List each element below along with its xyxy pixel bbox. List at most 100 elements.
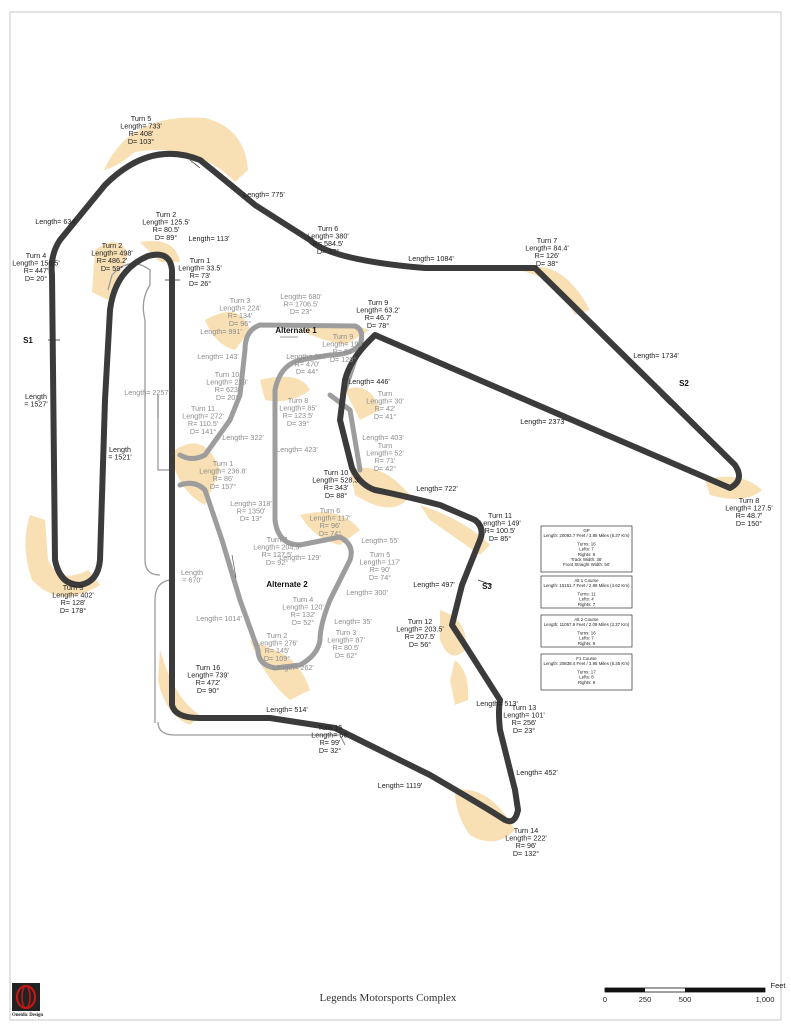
alt-label-21-line: Length= 117' (359, 558, 401, 567)
main-label-5-line: Turn 6 (318, 224, 339, 233)
main-label-23-line: D= 56° (409, 640, 431, 649)
alt-label-16-line: D= 13° (240, 514, 262, 523)
info-box-2-line: Alt 2 Course (574, 617, 599, 622)
main-label-16-line: Length (109, 445, 131, 454)
oneidic-logo (12, 983, 40, 1011)
alt-label-7-line: Length= 272' (182, 412, 224, 421)
alt-label-14-line: D= 42° (374, 464, 396, 473)
alt-label-14-line: Turn (378, 441, 393, 450)
main-label-8-line: R= 447' (24, 266, 49, 275)
main-label-22-line: Length= 497' (413, 580, 455, 589)
info-box-0-line: Length: 20092.7 Feet / 3.85 Miles (6.37 … (544, 533, 630, 538)
main-label-11-line: Length= 63.2' (356, 306, 400, 315)
alt-label-9-line: R= 123.5' (283, 411, 314, 420)
main-label-14-line: Length (25, 392, 47, 401)
alt-label-5-line: D= 44° (296, 367, 318, 376)
main-label-27-line: D= 23° (513, 726, 535, 735)
alt-label-16-line: R= 1350' (237, 507, 266, 516)
main-label-14-line: = 1527' (24, 400, 48, 409)
info-box-1-line: Alt 1 Course (574, 578, 599, 583)
main-label-26-line: Length= 514' (266, 705, 308, 714)
alt-label-23-line: Length= 300' (346, 588, 388, 597)
main-label-25-line: D= 90° (197, 686, 219, 695)
alt-label-5-line: R= 470' (295, 360, 320, 369)
alt-label-16-line: Length= 318' (230, 499, 272, 508)
scale-tick-250: 250 (639, 995, 652, 1004)
alt-label-15-line: Length= 236.8' (199, 467, 247, 476)
alt-label-14-line: R= 71' (375, 456, 396, 465)
main-label-27-line: Turn 13 (512, 703, 537, 712)
alt-label-28-line: Length= 87' (327, 636, 365, 645)
alt-label-20-line: Length= 129' (279, 553, 321, 562)
alt-label-19-line: D= 92° (266, 558, 288, 567)
main-track (48, 150, 742, 825)
alt-label-13-line: Length= 423' (276, 445, 318, 454)
alt-label-10-line: D= 41° (374, 412, 396, 421)
main-label-0-line: R= 408' (129, 129, 154, 138)
main-label-25-line: R= 472' (196, 678, 221, 687)
alt-label-25-line: D= 52° (292, 618, 314, 627)
main-label-8-line: D= 20° (25, 274, 47, 283)
alternate-turn-labels: Length= 680'R= 1706.5'D= 23°Turn 3Length… (124, 292, 404, 672)
info-box-1-line: Lefts: 4 (579, 597, 594, 602)
main-label-16-line: = 1521' (108, 453, 132, 462)
main-label-20-line: R= 100.5' (485, 526, 516, 535)
main-label-18-line: Length= 722' (416, 484, 458, 493)
main-label-28-line: Length= 56' (311, 731, 349, 740)
main-label-29-line: Length= 452' (516, 768, 558, 777)
track-ticks (48, 159, 671, 586)
main-label-23-line: Turn 12 (408, 617, 433, 626)
alt-label-5-line: Length= 367' (286, 352, 328, 361)
alt-label-19-line: R= 127.5' (262, 550, 293, 559)
scale-bar (604, 987, 766, 993)
main-label-20-line: D= 85° (489, 534, 511, 543)
main-label-24-line: Length= 513' (476, 699, 518, 708)
info-box-1-line: Rights: 7 (578, 602, 596, 607)
main-label-10-line: R= 73' (190, 271, 211, 280)
main-label-9-line: Turn 2 (102, 241, 123, 250)
alt-label-29-line: Length= 262' (272, 663, 314, 672)
alt-label-25-line: R= 132' (291, 610, 316, 619)
main-label-28-line: D= 32° (319, 746, 341, 755)
main-label-5-line: R= 584.5' (313, 239, 344, 248)
alt-label-6-line: R= 623' (215, 385, 240, 394)
scale-tick-1000: 1,000 (756, 995, 775, 1004)
main-label-19-line: Length= 127.5' (725, 504, 773, 513)
alt-label-25-line: Turn 4 (293, 595, 314, 604)
alt-label-2-line: Length= 991' (200, 327, 242, 336)
main-label-1-line: Length= 775' (243, 190, 285, 199)
alt-label-10-line: R= 42' (375, 404, 396, 413)
main-label-3-line: R= 80.5' (153, 225, 180, 234)
info-box-1-line: Turns: 11 (577, 591, 596, 596)
info-box-0 (540, 525, 633, 573)
info-box-3-line: F1 Course (576, 656, 597, 661)
main-label-30-line: Length= 1119' (378, 781, 423, 790)
info-box-3-line: Turns: 17 (577, 669, 596, 674)
main-label-3-line: D= 89° (155, 233, 177, 242)
main-label-31-line: D= 132° (513, 849, 539, 858)
alt-label-19-line: Length= 204.5' (253, 543, 301, 552)
main-label-0-line: Turn 5 (131, 114, 152, 123)
sector-label-s3: S3 (482, 582, 492, 591)
alt-label-22-line: Length (181, 568, 203, 577)
alt-label-28-line: D= 62° (335, 651, 357, 660)
alt-label-7-line: Turn 11 (191, 404, 215, 413)
alternate-2-label: Alternate 2 (266, 580, 308, 589)
alt-label-8-line: Length= 322' (222, 433, 264, 442)
main-label-31-line: Turn 14 (514, 826, 539, 835)
info-box-3-line: Rights: 9 (578, 680, 596, 685)
alt-label-27-line: Length= 276' (256, 639, 298, 648)
main-label-10-line: Length= 33.5' (178, 264, 222, 273)
info-box-2-line: Turns: 16 (577, 630, 596, 635)
info-box-0-line: Turns: 16 (577, 541, 596, 546)
sector-label-s1: S1 (23, 336, 33, 345)
alternate-1-label: Alternate 1 (275, 326, 317, 335)
alt-label-15-line: Turn 1 (213, 459, 234, 468)
alt-label-22-line: = 670' (182, 576, 202, 585)
alt-label-28-line: R= 80.5' (333, 643, 360, 652)
info-box-0-line: Rights: 9 (578, 552, 596, 557)
main-label-21-line: R= 128' (61, 598, 86, 607)
info-box-2-line: Length: 11057.9 Feet / 2.09 Miles (3.37 … (544, 622, 630, 627)
alt-label-3-line: R= 84' (333, 347, 354, 356)
